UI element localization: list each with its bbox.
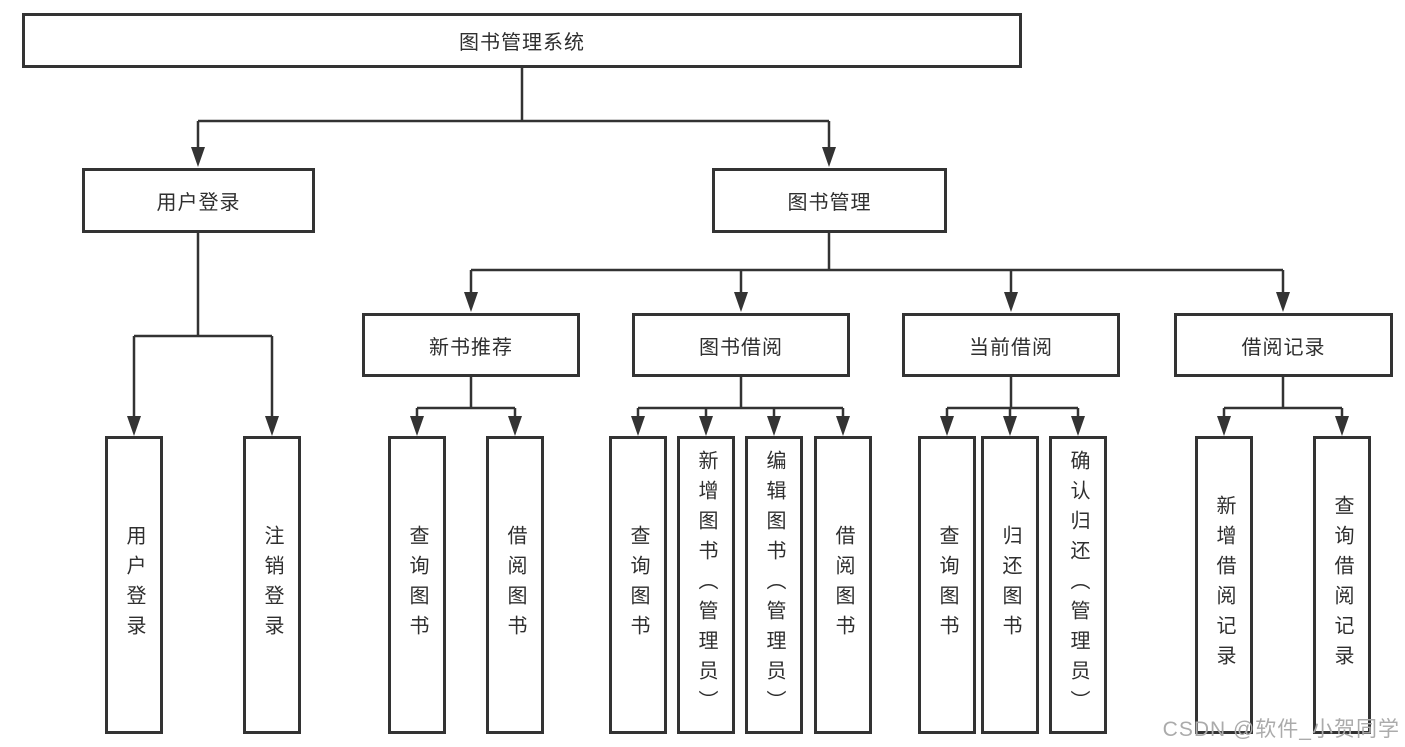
node-leaf-query-books-current: 查询图书 <box>918 436 976 734</box>
node-book-management-label: 图书管理 <box>787 192 872 214</box>
node-book-borrowing: 图书借阅 <box>632 313 850 377</box>
node-new-book-recommend-label: 新书推荐 <box>429 336 513 359</box>
node-leaf-add-book-admin-label: 新增图书（管理员） <box>695 450 717 720</box>
connector-lines <box>132 68 1344 432</box>
node-leaf-query-borrow-record: 查询借阅记录 <box>1313 436 1371 734</box>
node-leaf-query-books-borrowing-label: 查询图书 <box>627 525 649 645</box>
node-leaf-borrow-books-borrowing-label: 借阅图书 <box>832 525 854 645</box>
node-leaf-return-book-label: 归还图书 <box>999 525 1021 645</box>
node-leaf-return-book: 归还图书 <box>981 436 1039 734</box>
node-new-book-recommend: 新书推荐 <box>362 313 580 377</box>
node-user-login-label: 用户登录 <box>156 192 241 214</box>
node-leaf-query-books-recommend-label: 查询图书 <box>406 525 428 645</box>
node-leaf-edit-book-admin-label: 编辑图书（管理员） <box>763 450 785 720</box>
node-current-borrowing-label: 当前借阅 <box>969 336 1053 359</box>
node-leaf-borrow-books-recommend: 借阅图书 <box>486 436 544 734</box>
node-leaf-confirm-return-admin: 确认归还（管理员） <box>1049 436 1107 734</box>
node-leaf-borrow-books-borrowing: 借阅图书 <box>814 436 872 734</box>
node-leaf-user-login-label: 用户登录 <box>123 525 145 645</box>
node-borrowing-records: 借阅记录 <box>1174 313 1393 377</box>
node-leaf-edit-book-admin: 编辑图书（管理员） <box>745 436 803 734</box>
node-borrowing-records-label: 借阅记录 <box>1241 336 1326 359</box>
node-book-borrowing-label: 图书借阅 <box>699 336 783 359</box>
node-leaf-add-borrow-record-label: 新增借阅记录 <box>1213 495 1235 675</box>
node-leaf-confirm-return-admin-label: 确认归还（管理员） <box>1067 450 1089 720</box>
node-current-borrowing: 当前借阅 <box>902 313 1120 377</box>
node-leaf-query-books-recommend: 查询图书 <box>388 436 446 734</box>
node-leaf-query-books-current-label: 查询图书 <box>936 525 958 645</box>
node-system-root: 图书管理系统 <box>22 13 1022 68</box>
node-leaf-query-books-borrowing: 查询图书 <box>609 436 667 734</box>
node-system-root-label: 图书管理系统 <box>459 32 585 54</box>
node-leaf-add-book-admin: 新增图书（管理员） <box>677 436 735 734</box>
node-leaf-logout-label: 注销登录 <box>261 525 283 645</box>
node-leaf-query-borrow-record-label: 查询借阅记录 <box>1331 495 1353 675</box>
node-leaf-add-borrow-record: 新增借阅记录 <box>1195 436 1253 734</box>
node-leaf-user-login: 用户登录 <box>105 436 163 734</box>
node-leaf-borrow-books-recommend-label: 借阅图书 <box>504 525 526 645</box>
node-leaf-logout: 注销登录 <box>243 436 301 734</box>
csdn-watermark: CSDN @软件_小贺同学 <box>1162 718 1400 741</box>
node-book-management: 图书管理 <box>712 168 947 233</box>
node-user-login: 用户登录 <box>82 168 315 233</box>
